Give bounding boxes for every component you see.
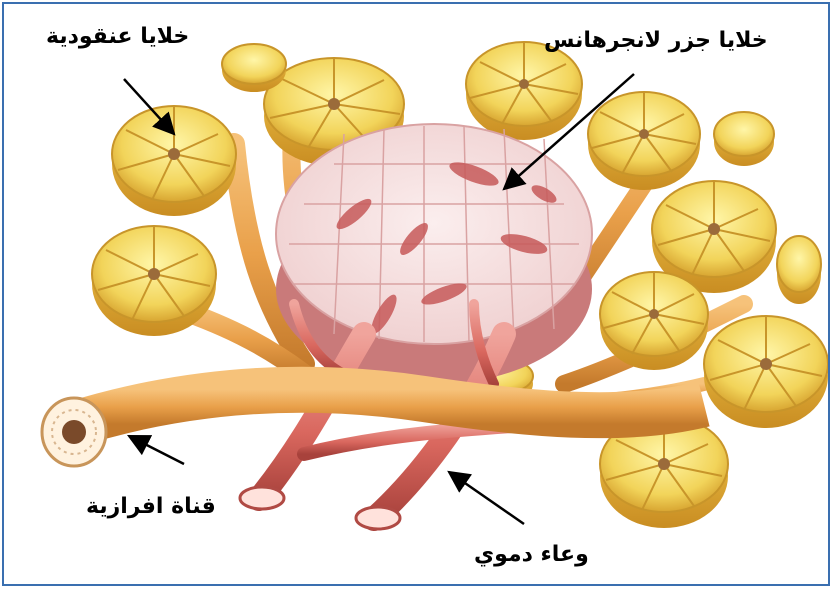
acinus: [92, 226, 216, 336]
vessel-opening: [240, 487, 284, 509]
acinus: [600, 272, 708, 370]
acinar-cells-label: خلايا عنقودية: [46, 24, 189, 49]
duct-opening: [42, 398, 106, 466]
islet-cells-label: خلايا جزر لانجرهانس: [544, 28, 768, 53]
acinus: [112, 106, 236, 216]
islet-of-langerhans: [276, 124, 592, 384]
blood-vessel-label: وعاء دموي: [474, 542, 589, 567]
acinus: [466, 42, 582, 140]
acinus: [714, 112, 774, 166]
acinus: [588, 92, 700, 190]
acinus: [777, 236, 821, 304]
secretory-duct-label: قناة افرازية: [86, 494, 216, 519]
main-duct: [74, 390, 704, 424]
acinus: [222, 44, 286, 92]
acinus: [704, 316, 828, 428]
vessel-opening: [356, 507, 400, 529]
